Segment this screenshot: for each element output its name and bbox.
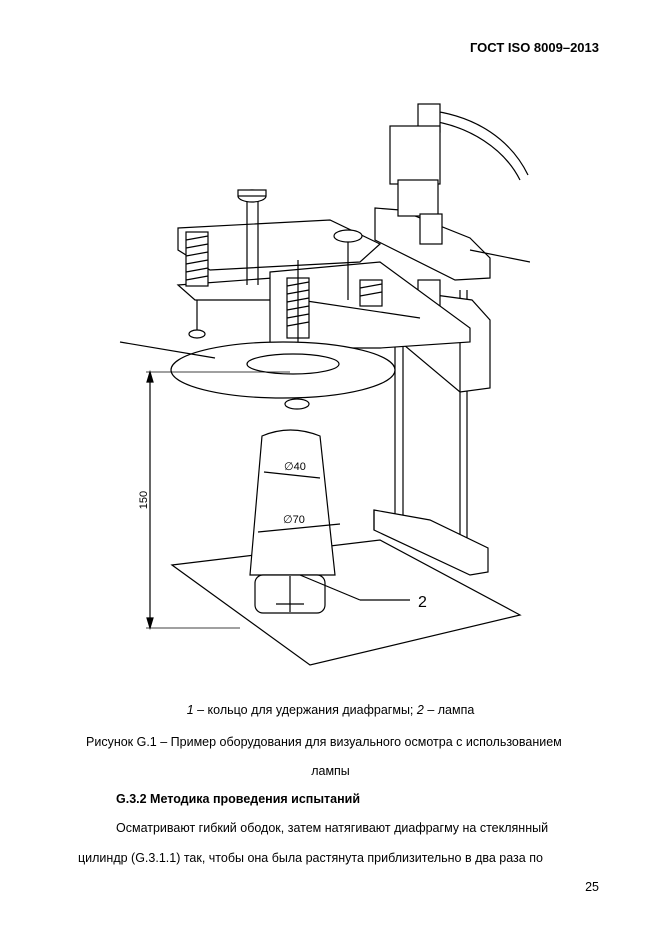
diameter-70: ∅70 <box>283 514 305 526</box>
legend-text-1: – кольцо для удержания диафрагмы; <box>193 703 417 717</box>
figure-legend: 1 – кольцо для удержания диафрагмы; 2 – … <box>0 703 661 717</box>
legend-text-2: – лампа <box>423 703 475 717</box>
figure-title-line1: Рисунок G.1 – Пример оборудования для ви… <box>86 735 562 749</box>
paragraph-line2: цилиндр (G.3.1.1) так, чтобы она была ра… <box>78 851 543 865</box>
dimension-150: 150 <box>138 491 150 509</box>
paragraph-line1: Осматривают гибкий ободок, затем натягив… <box>116 821 549 835</box>
section-heading: G.3.2 Методика проведения испытаний <box>116 792 361 806</box>
callout-2: 2 <box>418 594 427 611</box>
document-header: ГОСТ ISO 8009–2013 <box>469 40 599 55</box>
diameter-40: ∅40 <box>284 461 306 473</box>
lamp <box>249 429 336 576</box>
figure-title-line2: лампы <box>311 764 350 778</box>
legend-num-2: 2 <box>416 703 424 717</box>
page-number: 25 <box>585 880 599 894</box>
legend-num-1: 1 <box>186 703 194 717</box>
equipment-figure: 150 ∅40 ∅70 2 <box>119 103 530 666</box>
